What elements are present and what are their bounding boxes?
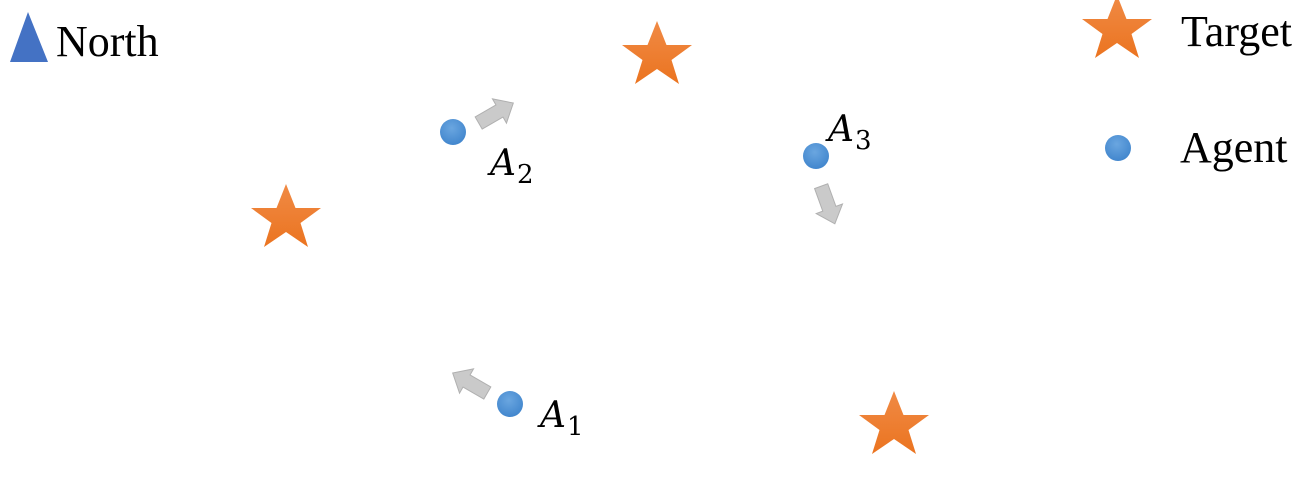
- legend-north-label: North: [56, 17, 159, 66]
- agent-a2-name: A: [490, 143, 516, 184]
- agent-a1-circle-icon: [497, 391, 523, 417]
- agent-a2-circle-icon: [440, 119, 466, 145]
- legend-target-label: Target: [1181, 7, 1292, 56]
- agent-a1-heading-arrow-icon: [445, 360, 495, 406]
- target-star-icon: [622, 21, 692, 84]
- agent-a1-subscript: 1: [567, 412, 584, 442]
- agent-a3-name: A: [828, 109, 854, 150]
- agent-a3-subscript: 3: [855, 126, 872, 156]
- agent-a2-subscript: 2: [517, 160, 534, 190]
- target-star-icon: [859, 391, 929, 454]
- target-star-icon: [251, 184, 321, 247]
- legend-agent-label: Agent: [1180, 123, 1288, 172]
- agent-a1-name: A: [540, 395, 566, 436]
- agent-a3-heading-arrow-icon: [807, 180, 849, 230]
- legend-agent-circle-icon: [1105, 135, 1131, 161]
- agent-a3-circle-icon: [803, 143, 829, 169]
- north-triangle-icon: [10, 12, 48, 62]
- agent-a1-label: A1: [540, 395, 584, 442]
- legend-target-star-icon: [1082, 0, 1152, 58]
- agent-a2-heading-arrow-icon: [471, 90, 521, 136]
- agent-a2-label: A2: [490, 143, 534, 190]
- agent-a3-label: A3: [828, 109, 872, 156]
